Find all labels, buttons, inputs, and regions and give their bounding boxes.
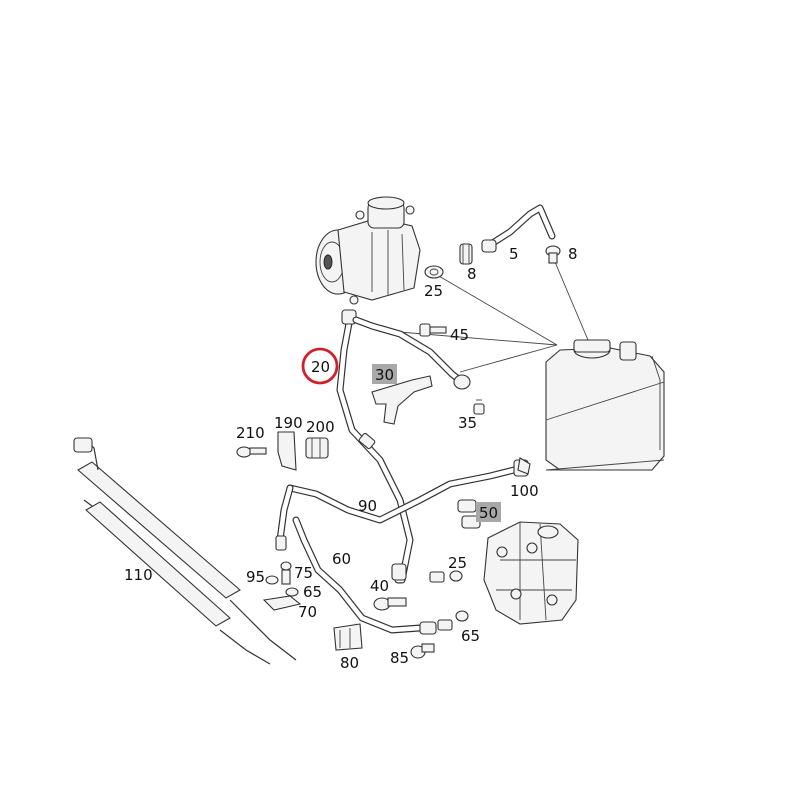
callout-35: 35	[458, 414, 477, 432]
callout-90: 90	[358, 497, 377, 515]
callout-65-left: 65	[303, 583, 322, 601]
pressure-hose-part-20	[336, 309, 414, 584]
bolt-part-45	[419, 323, 447, 337]
clamp-part-8-left	[459, 243, 473, 265]
badge-part-50	[476, 502, 501, 522]
callout-60: 60	[332, 550, 351, 568]
leader-line	[554, 261, 589, 341]
callout-25-bottom: 25	[448, 554, 467, 572]
bolt-part-40	[373, 597, 407, 611]
callout-70: 70	[298, 603, 317, 621]
bracket-part-190	[277, 431, 297, 471]
oil-cooler-part-110	[73, 437, 297, 665]
small-parts-cluster	[262, 561, 302, 611]
callout-25-top: 25	[424, 282, 443, 300]
callout-190: 190	[274, 414, 303, 432]
callout-50: 50	[479, 504, 498, 522]
callout-20: 20	[311, 358, 330, 376]
callout-65-right: 65	[461, 627, 480, 645]
callout-85: 85	[390, 649, 409, 667]
callout-8-right: 8	[568, 245, 578, 263]
seal-ring-part-25-top	[424, 265, 444, 279]
callout-30: 30	[375, 366, 394, 384]
fluid-reservoir	[545, 339, 665, 471]
leader-lines	[374, 261, 589, 373]
callout-200: 200	[306, 418, 335, 436]
clamp-part-100	[517, 457, 531, 475]
leader-line	[374, 329, 558, 346]
badge-part-30	[372, 364, 397, 384]
callout-8-left: 8	[467, 265, 477, 283]
bolt-part-85	[410, 643, 435, 659]
clamp-part-8-right	[545, 245, 561, 264]
pump-outlet-hose	[352, 316, 471, 390]
clip-part-80	[333, 623, 363, 651]
callout-80: 80	[340, 654, 359, 672]
callout-100: 100	[510, 482, 539, 500]
leader-line	[459, 344, 558, 373]
callout-40: 40	[370, 577, 389, 595]
gearbox-fittings	[429, 570, 469, 631]
power-steering-pump	[315, 196, 421, 305]
callout-95: 95	[246, 568, 265, 586]
highlight-circle-part-20	[301, 347, 339, 385]
callout-75: 75	[294, 564, 313, 582]
feed-hose-part-60	[292, 516, 437, 635]
bolt-part-210	[236, 446, 267, 458]
callout-210: 210	[236, 424, 265, 442]
bracket-part-30	[371, 375, 433, 425]
steering-gear-valve	[483, 521, 579, 625]
leader-line	[431, 271, 558, 346]
callout-5: 5	[509, 245, 519, 263]
callout-labels: 8 5 8 25 45 20 30 35 210 190 200 90 100 …	[124, 245, 578, 672]
suction-hose-part-5	[481, 204, 556, 253]
callout-110: 110	[124, 566, 153, 584]
clip-part-200	[305, 437, 329, 459]
bolt-part-35	[473, 399, 485, 415]
callout-45: 45	[450, 326, 469, 344]
